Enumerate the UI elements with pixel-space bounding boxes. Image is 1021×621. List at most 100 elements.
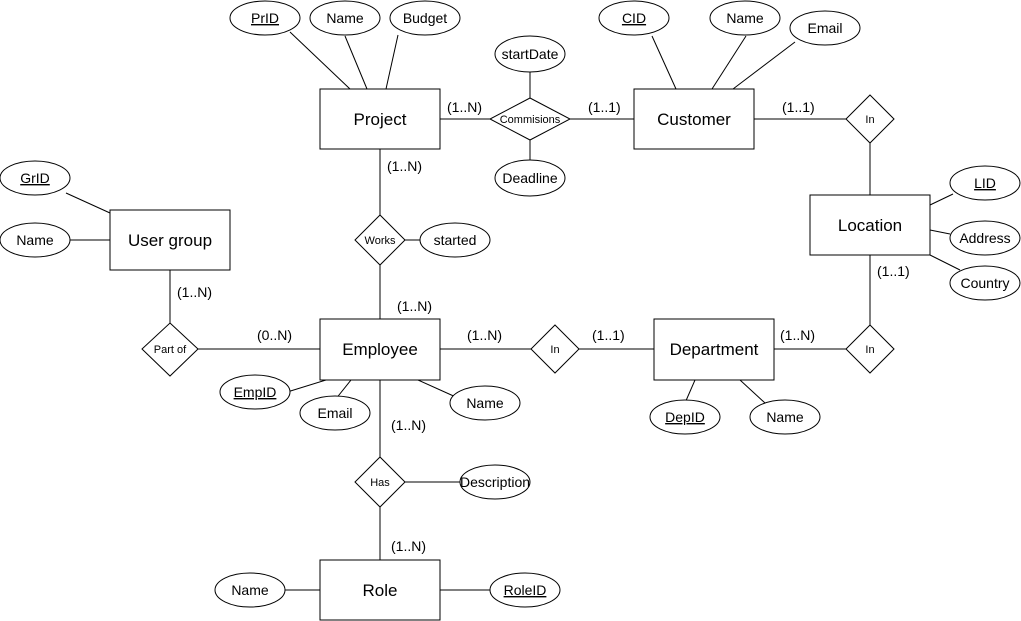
relationship-has[interactable]: Has [354,456,406,508]
attribute-usergroup-grid[interactable]: GrID [0,160,71,196]
edge-department-depid [684,379,696,404]
relationship-label: Has [370,477,390,489]
relationship-works[interactable]: Works [354,214,406,266]
attribute-label: Name [726,10,764,26]
entity-label: Role [363,581,398,600]
cardinality-department-in: (1..1) [592,327,625,343]
edge-customer-cid [651,35,677,90]
edge-department-name [739,379,766,404]
entity-customer[interactable]: Customer [633,88,755,150]
relationship-commisions[interactable]: Commisions [488,97,572,141]
cardinality-employee-works: (1..N) [397,298,432,314]
attribute-label: PrID [251,10,279,26]
attribute-label: started [434,232,477,248]
relationship-label: Commisions [500,114,561,126]
cardinality-department-in-location: (1..N) [780,327,815,343]
attribute-works-started[interactable]: started [419,222,491,258]
cardinality-project-works: (1..N) [387,158,422,174]
edges [65,31,961,591]
attribute-customer-name[interactable]: Name [709,0,781,36]
entity-label: Customer [657,110,731,129]
relationship-label: In [550,344,559,356]
edge-project-budget [385,34,399,90]
attribute-location-address[interactable]: Address [949,220,1021,256]
attribute-has-description[interactable]: Description [459,464,531,500]
attribute-label: LID [974,175,996,191]
cardinality-customer-in: (1..1) [782,99,815,115]
entity-project[interactable]: Project [319,88,441,150]
entity-label: Employee [342,340,418,359]
attribute-employee-empid[interactable]: EmpID [219,374,291,410]
attribute-customer-email[interactable]: Email [789,10,861,46]
relationship-in-department-location[interactable]: In [845,324,895,374]
attribute-label: Name [326,10,364,26]
attribute-label: DepID [665,409,705,425]
cardinality-customer-commisions: (1..1) [588,99,621,115]
attribute-location-country[interactable]: Country [949,265,1021,301]
attribute-label: Name [231,582,269,598]
cardinality-usergroup-partof: (1..N) [177,284,212,300]
cardinalities: (1..N) (1..1) (1..1) (1..N) (1..N) (1..N… [177,99,910,554]
edge-project-prid [289,31,351,90]
attribute-department-name[interactable]: Name [749,399,821,435]
cardinality-location-in-department: (1..1) [877,263,910,279]
relationship-label: Works [365,235,396,247]
attribute-label: GrID [20,170,50,186]
attribute-label: Deadline [502,170,557,186]
entity-label: User group [128,231,212,250]
attribute-employee-email[interactable]: Email [299,395,371,431]
edge-location-lid [929,193,954,206]
attribute-project-name[interactable]: Name [309,0,381,36]
attribute-project-prid[interactable]: PrID [229,0,301,36]
edge-employee-name [417,379,459,399]
attribute-usergroup-name[interactable]: Name [0,222,71,258]
attribute-role-roleid[interactable]: RoleID [489,572,561,608]
relationship-in-customer-location[interactable]: In [845,94,895,144]
relationship-label: In [865,114,874,126]
attribute-label: Name [766,409,804,425]
attribute-commisions-deadline[interactable]: Deadline [494,159,566,197]
attribute-label: Name [16,232,54,248]
edge-customer-name [711,35,747,90]
entity-department[interactable]: Department [653,318,775,381]
attribute-department-depid[interactable]: DepID [649,399,721,435]
entity-label: Project [354,110,407,129]
cardinality-role-has: (1..N) [391,538,426,554]
attribute-label: Budget [403,10,447,26]
attribute-label: Email [317,405,352,421]
cardinality-project-commisions: (1..N) [447,99,482,115]
edge-location-address [929,229,951,235]
relationship-label: Part of [154,344,187,356]
attribute-location-lid[interactable]: LID [949,165,1021,201]
attribute-label: Country [960,275,1009,291]
attribute-label: Email [807,20,842,36]
edge-project-name [344,35,368,90]
edge-customer-email [732,41,796,90]
relationship-part-of[interactable]: Part of [141,322,199,377]
entity-location[interactable]: Location [809,194,931,256]
entity-user-group[interactable]: User group [109,209,231,271]
attribute-label: startDate [502,46,559,62]
attribute-customer-cid[interactable]: CID [598,0,670,36]
edge-employee-empid [283,379,327,394]
cardinality-employee-partof: (0..N) [257,327,292,343]
attribute-label: CID [622,10,646,26]
entity-role[interactable]: Role [319,559,441,621]
entity-label: Department [670,340,759,359]
edge-location-country [929,254,961,271]
attribute-employee-name[interactable]: Name [449,385,521,421]
attribute-commisions-startdate[interactable]: startDate [494,35,566,73]
attribute-label: EmpID [234,384,277,400]
attribute-role-name[interactable]: Name [214,572,286,608]
attribute-label: Address [959,230,1010,246]
edge-usergroup-grid [65,192,111,214]
relationship-label: In [865,344,874,356]
entity-label: Location [838,216,902,235]
attribute-project-budget[interactable]: Budget [389,0,461,36]
attribute-label: RoleID [504,582,547,598]
relationship-in-employee-department[interactable]: In [530,324,580,374]
cardinality-employee-has: (1..N) [391,417,426,433]
entity-employee[interactable]: Employee [319,318,441,381]
attribute-label: Description [460,474,530,490]
